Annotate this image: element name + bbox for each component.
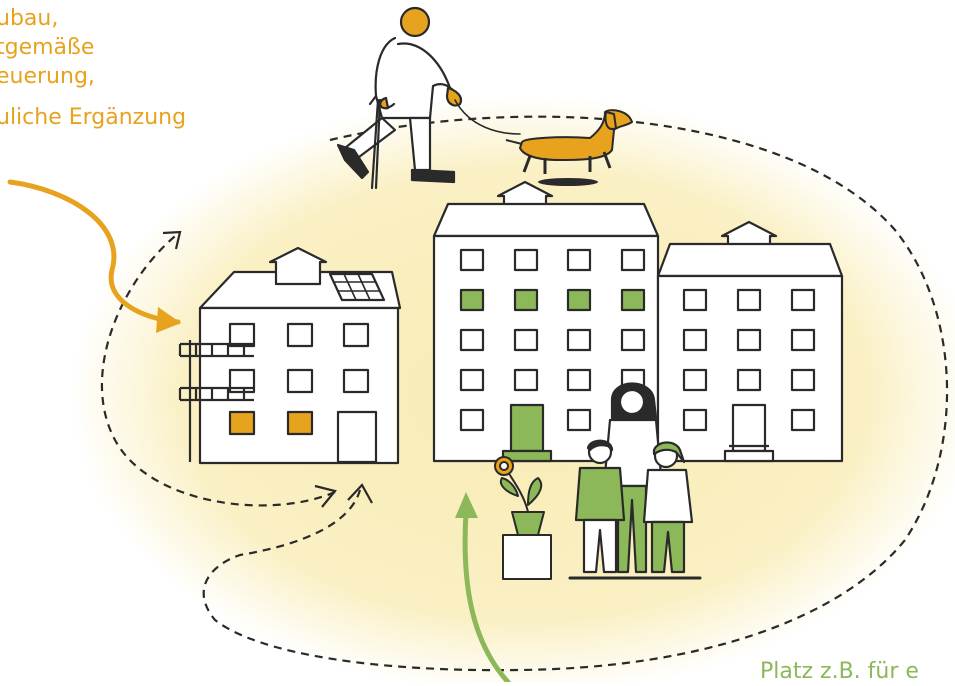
left-building: [178, 246, 402, 465]
dashed-loop-arrow-bottom: [347, 483, 373, 504]
top-text-line-1: ubau,: [0, 6, 59, 31]
solar-panel-icon: [328, 272, 386, 302]
person-with-cane-icon: [336, 6, 521, 190]
family-icon: [568, 382, 702, 580]
dashed-loop-path-left: [100, 231, 336, 507]
right-building: [656, 220, 844, 463]
center-door: [509, 403, 545, 453]
potted-plant-icon: [494, 456, 552, 580]
top-text-line-2: tgemäße: [0, 35, 95, 60]
dashed-loop-arrow-mid: [314, 484, 337, 508]
top-text-line-4: uliche Ergänzung: [0, 105, 187, 130]
dashed-loop-path: [202, 115, 949, 672]
orange-arrow-head: [156, 307, 181, 333]
dashed-loop-arrow-top: [162, 230, 182, 250]
top-left-text-block: ubau, tgemäße euerung, uliche Ergänzung: [0, 4, 186, 132]
orange-arrow: [7, 179, 181, 325]
dog-icon: [505, 109, 633, 186]
top-text-line-3: euerung,: [0, 64, 95, 89]
bottom-right-text: Platz z.B. für e: [760, 659, 919, 684]
green-arrow: [462, 509, 511, 682]
green-arrow-head: [455, 492, 478, 518]
